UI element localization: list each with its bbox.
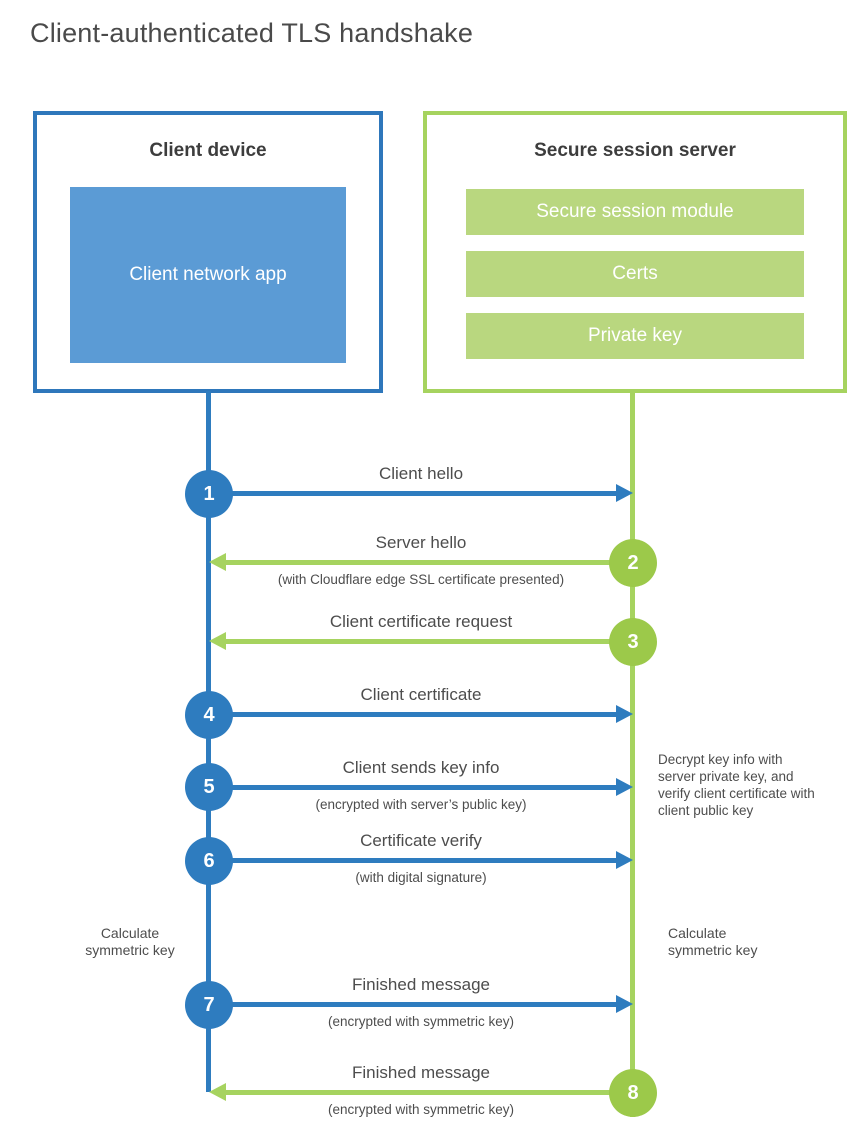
step-circle-2: 2 (609, 539, 657, 587)
calculate-symmetric-key-left: Calculate symmetric key (85, 925, 175, 958)
step-circle-7: 7 (185, 981, 233, 1029)
arrow-client-hello (209, 484, 633, 502)
secure-session-server-box: Secure session server Secure session mod… (423, 111, 847, 393)
sublabel-client-sends-key-info: (encrypted with server’s public key) (315, 797, 527, 812)
label-client-hello: Client hello (378, 464, 464, 483)
step-circle-8: 8 (609, 1069, 657, 1117)
secure-session-server-title: Secure session server (534, 140, 736, 161)
step-circle-6: 6 (185, 837, 233, 885)
sublabel-finished-message-server: (encrypted with symmetric key) (327, 1102, 515, 1117)
server-bar-private-key: Private key (466, 313, 804, 359)
label-finished-message-server: Finished message (352, 1063, 490, 1082)
client-network-app-label: Client network app (129, 263, 287, 285)
step-circle-3: 3 (609, 618, 657, 666)
arrow-server-hello (209, 553, 633, 571)
label-client-certificate-request: Client certificate request (329, 612, 513, 631)
server-bar-label: Private key (588, 325, 682, 346)
arrow-finished-message-server (209, 1083, 633, 1101)
label-client-certificate: Client certificate (360, 685, 482, 704)
sublabel-server-hello: (with Cloudflare edge SSL certificate pr… (277, 572, 565, 587)
step-circle-4: 4 (185, 691, 233, 739)
arrow-certificate-verify (209, 851, 633, 869)
sublabel-finished-message-client: (encrypted with symmetric key) (327, 1014, 515, 1029)
client-device-box: Client device Client network app (33, 111, 383, 393)
client-lifeline (206, 391, 211, 1092)
page-title: Client-authenticated TLS handshake (30, 18, 474, 48)
server-bar-label: Secure session module (536, 201, 734, 222)
step-circle-1: 1 (185, 470, 233, 518)
server-bar-secure-session-module: Secure session module (466, 189, 804, 235)
step-circle-5: 5 (185, 763, 233, 811)
calculate-symmetric-key-right: Calculate symmetric key (668, 925, 758, 958)
server-bar-label: Certs (612, 263, 658, 284)
client-network-app-box: Client network app (70, 187, 346, 363)
label-finished-message-client: Finished message (352, 975, 490, 994)
arrow-client-certificate-request (209, 632, 633, 650)
label-client-sends-key-info: Client sends key info (342, 758, 500, 777)
client-device-title: Client device (149, 140, 267, 161)
decrypt-key-info-note: Decrypt key info with server private key… (658, 752, 815, 818)
server-bar-certs: Certs (466, 251, 804, 297)
server-lifeline (630, 391, 635, 1117)
label-server-hello: Server hello (375, 533, 467, 552)
sublabel-certificate-verify: (with digital signature) (355, 870, 487, 885)
arrow-client-sends-key-info (209, 778, 633, 796)
label-certificate-verify: Certificate verify (360, 831, 482, 850)
arrow-finished-message-client (209, 995, 633, 1013)
arrow-client-certificate (209, 705, 633, 723)
